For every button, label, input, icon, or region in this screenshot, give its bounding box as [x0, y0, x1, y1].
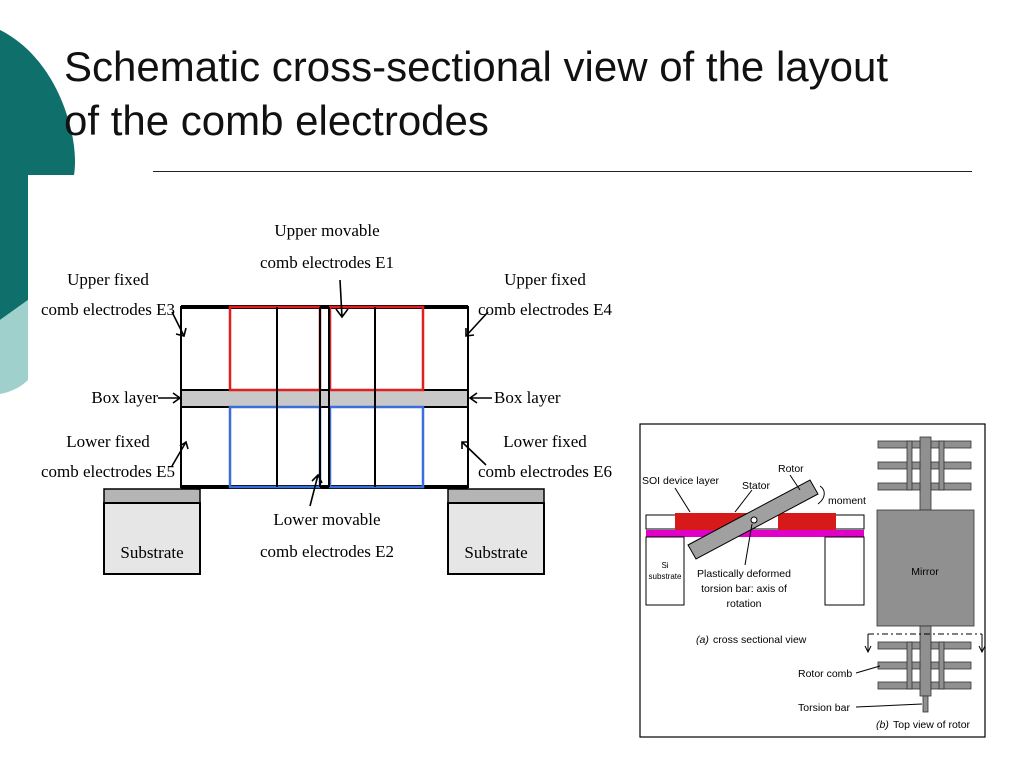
- lower-comb-finger-1: [877, 641, 921, 650]
- teal-dark-accent: [0, 30, 76, 320]
- title-line-2: of the comb electrodes: [64, 97, 489, 144]
- si-substrate-block: [645, 536, 685, 606]
- title-divider: [153, 171, 972, 172]
- label-si: Si: [661, 561, 668, 570]
- substrate-left-post: [180, 486, 201, 490]
- label-soi-device-layer: SOI device layer: [642, 475, 720, 487]
- lower-comb-finger-6: [930, 681, 972, 690]
- label-lower-fixed-left-1: Lower fixed: [66, 432, 150, 451]
- caption-b-letter: (b): [876, 719, 889, 731]
- page-title: Schematic cross-sectional view of the la…: [64, 40, 1004, 148]
- upper-comb-stub-left: [906, 440, 913, 491]
- arrow-e6: [461, 441, 487, 466]
- upper-comb-finger-5: [930, 461, 972, 470]
- upper-comb-finger-4: [930, 440, 972, 449]
- lower-comb-finger-2: [877, 661, 921, 670]
- substrate-right-block: [447, 502, 545, 575]
- caption-a-letter: (a): [696, 634, 709, 646]
- label-upper-movable-2: comb electrodes E1: [260, 253, 394, 272]
- label-lower-fixed-left-2: comb electrodes E5: [41, 462, 175, 481]
- upper-comb-finger-2: [877, 461, 921, 470]
- label-stator: Stator: [742, 480, 771, 492]
- teal-light-accent: [0, 300, 28, 394]
- title-line-1: Schematic cross-sectional view of the la…: [64, 43, 889, 90]
- leader-rotor-comb: [855, 665, 881, 674]
- label-rotor: Rotor: [778, 463, 804, 475]
- lower-comb-stub-right: [938, 641, 945, 690]
- arrow-e4: [465, 311, 489, 337]
- upper-comb-stub-right: [938, 440, 945, 491]
- label-torsion-bar: Torsion bar: [798, 702, 850, 714]
- arrow-e5: [171, 440, 189, 467]
- lower-comb-finger-5: [930, 661, 972, 670]
- label-substrate-left: Substrate: [120, 543, 183, 562]
- arrow-e2: [309, 473, 323, 507]
- substrate-left-block: [103, 502, 201, 575]
- leader-stator: [734, 489, 753, 513]
- label-substrate: substrate: [649, 572, 682, 581]
- caption-b-text: Top view of rotor: [893, 719, 971, 731]
- arrow-e1: [335, 279, 349, 319]
- lower-comb-finger-4: [930, 641, 972, 650]
- label-torsion-note-1: Plastically deformed: [697, 568, 791, 580]
- leader-torsion-bar: [855, 703, 923, 708]
- label-upper-fixed-left-1: Upper fixed: [67, 270, 149, 289]
- right-support-block: [824, 536, 865, 606]
- torsion-bar: [922, 695, 929, 713]
- label-lower-movable-2: comb electrodes E2: [260, 542, 394, 561]
- caption-a-text: cross sectional view: [713, 634, 807, 646]
- upper-comb-spine: [919, 436, 932, 511]
- lower-comb-stub-left: [906, 641, 913, 690]
- leader-soi: [674, 487, 691, 513]
- label-lower-fixed-right-2: comb electrodes E6: [478, 462, 612, 481]
- rotation-axis-point: [750, 516, 758, 524]
- label-upper-fixed-left-2: comb electrodes E3: [41, 300, 175, 319]
- label-mirror: Mirror: [911, 566, 939, 578]
- arrow-e3: [171, 311, 187, 337]
- label-rotor-comb: Rotor comb: [798, 668, 852, 680]
- label-upper-movable-1: Upper movable: [274, 221, 379, 240]
- arrow-box-left: [158, 392, 182, 404]
- magenta-layer: [646, 530, 864, 537]
- moment-arrow: [817, 485, 825, 505]
- label-box-layer-right: Box layer: [494, 388, 561, 407]
- lower-comb-spine: [919, 625, 932, 697]
- label-upper-fixed-right-2: comb electrodes E4: [478, 300, 613, 319]
- upper-comb-finger-1: [877, 440, 921, 449]
- upper-comb-finger-3: [877, 482, 921, 491]
- stator-block-right: [778, 513, 836, 530]
- mirror-plate: [876, 509, 975, 627]
- arrow-box-right: [468, 392, 492, 404]
- leader-rotor: [789, 474, 801, 491]
- label-moment: moment: [828, 495, 866, 507]
- label-lower-movable-1: Lower movable: [273, 510, 380, 529]
- upper-comb-finger-6: [930, 482, 972, 491]
- label-torsion-note-3: rotation: [726, 598, 761, 610]
- lower-comb-finger-3: [877, 681, 921, 690]
- label-box-layer-left: Box layer: [91, 388, 158, 407]
- label-upper-fixed-right-1: Upper fixed: [504, 270, 586, 289]
- leader-torsion: [744, 523, 753, 566]
- label-torsion-note-2: torsion bar: axis of: [701, 583, 787, 595]
- label-lower-fixed-right-1: Lower fixed: [503, 432, 587, 451]
- section-arrow-right: [978, 634, 986, 654]
- label-substrate-right: Substrate: [464, 543, 527, 562]
- section-arrow-left: [864, 634, 872, 654]
